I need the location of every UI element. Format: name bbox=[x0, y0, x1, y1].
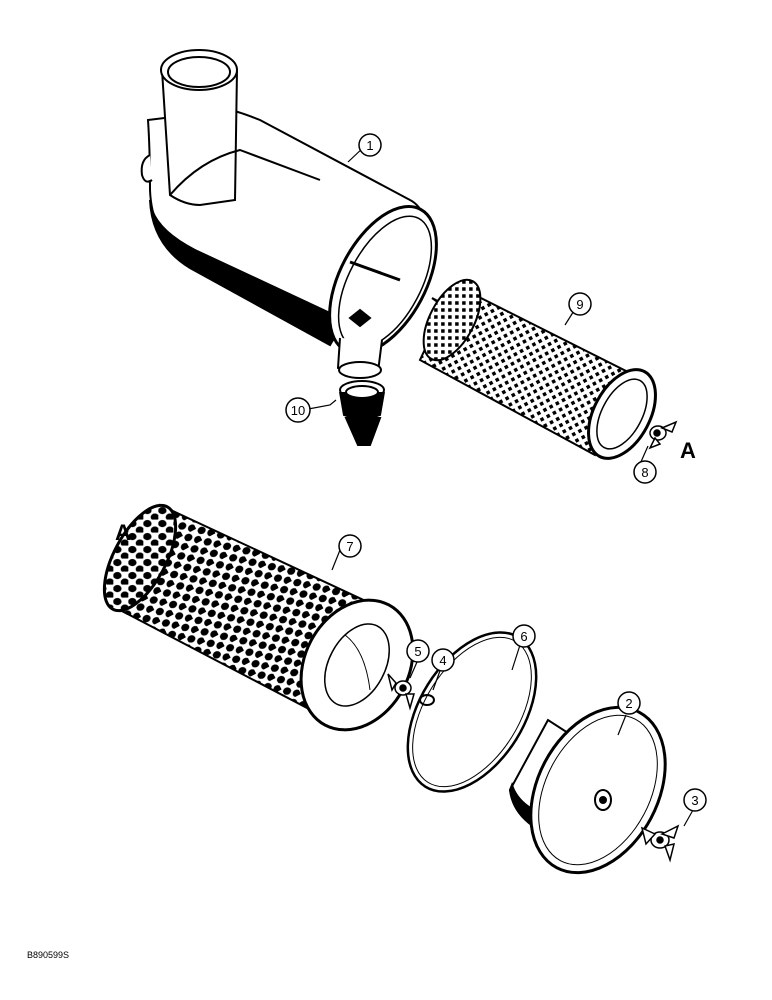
callout-5: 5 bbox=[406, 639, 430, 663]
svg-text:10: 10 bbox=[291, 403, 305, 418]
safety-filter-element bbox=[418, 278, 657, 460]
air-cleaner-housing bbox=[140, 49, 438, 379]
svg-text:3: 3 bbox=[691, 793, 698, 808]
view-letter-a-right: A bbox=[680, 438, 696, 463]
callout-2: 2 bbox=[617, 691, 641, 715]
primary-filter-element bbox=[102, 503, 415, 732]
callout-7: 7 bbox=[338, 534, 362, 558]
callout-1: 1 bbox=[358, 133, 382, 157]
svg-text:5: 5 bbox=[414, 644, 421, 659]
svg-text:1: 1 bbox=[366, 138, 373, 153]
callout-9: 9 bbox=[568, 292, 592, 316]
svg-text:2: 2 bbox=[625, 696, 632, 711]
svg-text:8: 8 bbox=[641, 465, 648, 480]
wing-nut-cover bbox=[640, 824, 680, 863]
callout-4: 4 bbox=[431, 648, 455, 672]
callout-3: 3 bbox=[683, 788, 707, 812]
dust-valve bbox=[339, 380, 385, 446]
drawing-code: B890599S bbox=[27, 950, 69, 960]
view-letter-a-left: A bbox=[115, 520, 131, 545]
callout-8: 8 bbox=[633, 460, 657, 484]
callout-6: 6 bbox=[512, 624, 536, 648]
wing-nut-inner bbox=[648, 420, 678, 450]
wing-nut-outer bbox=[387, 673, 415, 711]
callout-10: 10 bbox=[285, 397, 311, 423]
svg-text:9: 9 bbox=[576, 297, 583, 312]
svg-text:4: 4 bbox=[439, 653, 446, 668]
end-cover bbox=[508, 705, 667, 875]
svg-text:7: 7 bbox=[346, 539, 353, 554]
svg-text:6: 6 bbox=[520, 629, 527, 644]
